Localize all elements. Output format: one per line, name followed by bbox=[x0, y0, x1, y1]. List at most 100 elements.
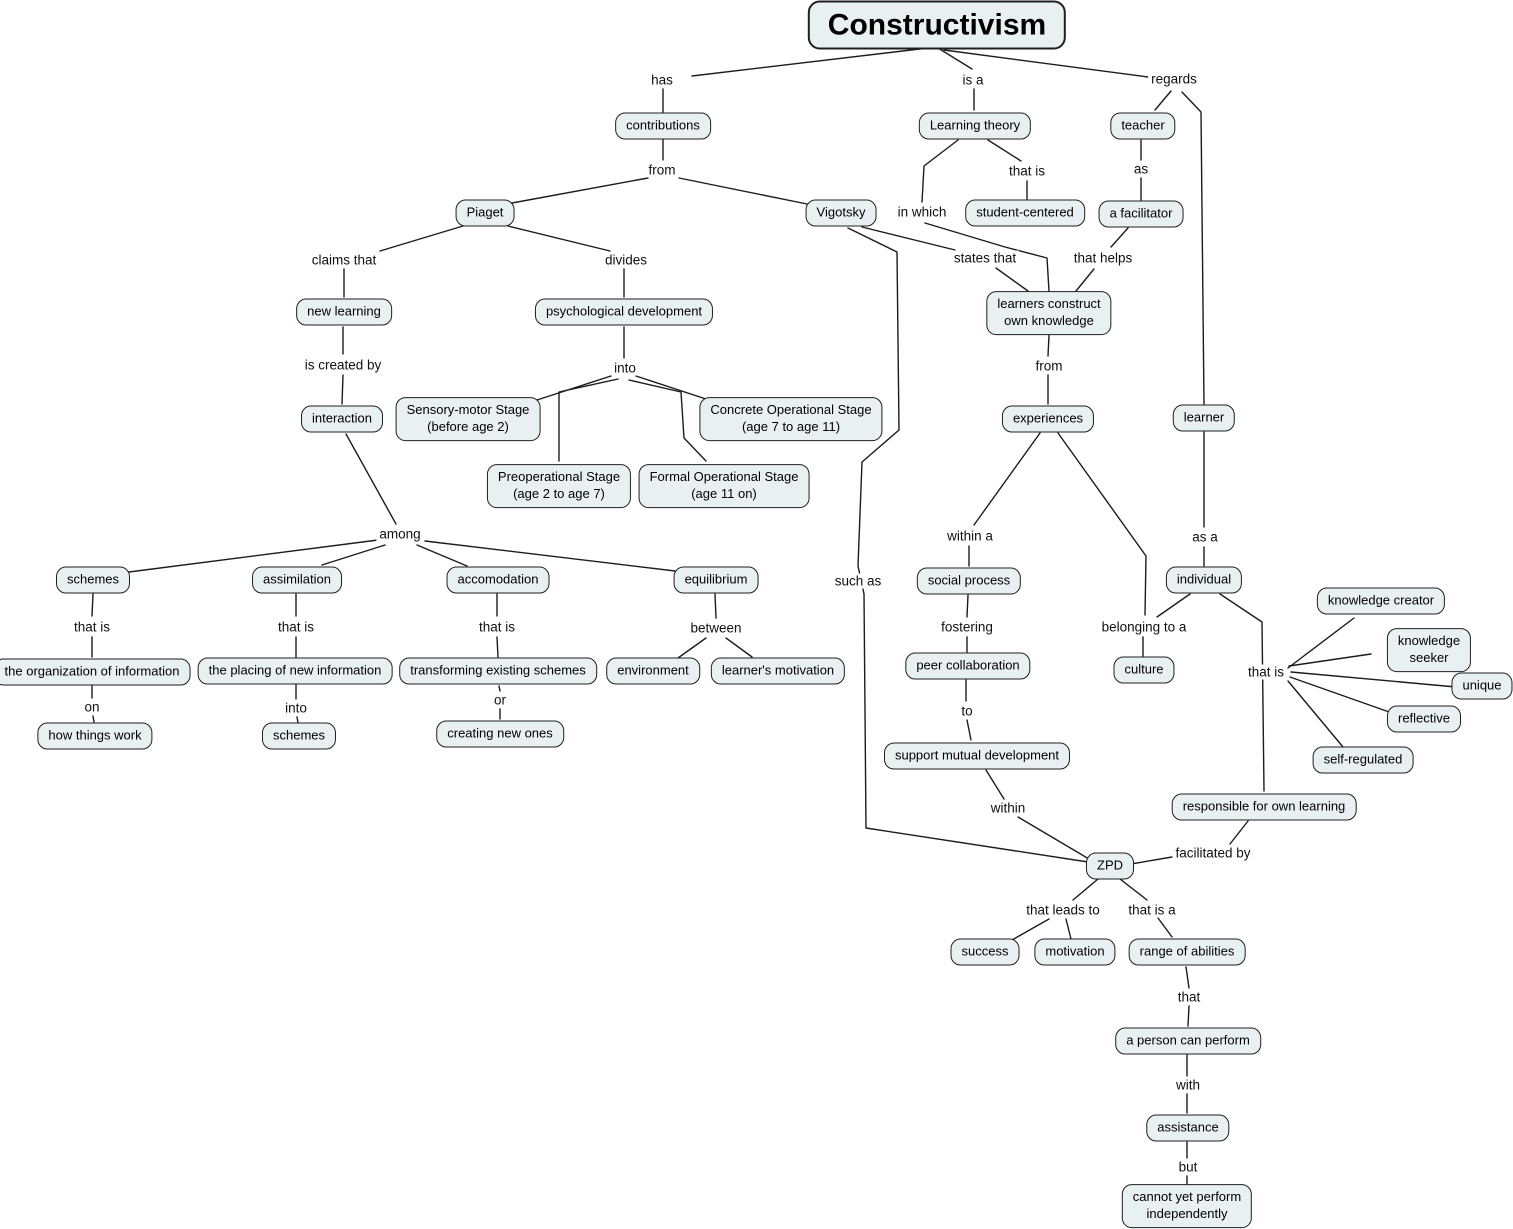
concept-node-peer-collaboration[interactable]: peer collaboration bbox=[905, 652, 1031, 680]
concept-node-knowledge-creator[interactable]: knowledge creator bbox=[1316, 587, 1446, 615]
concept-node-formal-operational-stage[interactable]: Formal Operational Stage (age 11 on) bbox=[638, 464, 810, 508]
concept-node-success[interactable]: success bbox=[950, 938, 1020, 966]
link-label-from-contributions[interactable]: from bbox=[645, 162, 679, 178]
link-label-fostering[interactable]: fostering bbox=[938, 619, 996, 635]
edge-among-assimilation bbox=[321, 544, 386, 566]
link-label-but[interactable]: but bbox=[1175, 1159, 1201, 1175]
concept-node-schemes-2[interactable]: schemes bbox=[261, 722, 337, 750]
link-label-into-stages[interactable]: into bbox=[611, 360, 639, 376]
edge-into-preoperational bbox=[558, 378, 619, 462]
link-label-as-a[interactable]: as a bbox=[1189, 529, 1221, 545]
concept-node-culture[interactable]: culture bbox=[1113, 656, 1175, 684]
link-label-within-a[interactable]: within a bbox=[944, 528, 996, 544]
concept-node-student-centered[interactable]: student-centered bbox=[965, 199, 1085, 227]
link-label-that-is-schemes[interactable]: that is bbox=[70, 619, 114, 635]
concept-node-a-facilitator[interactable]: a facilitator bbox=[1098, 200, 1184, 228]
edge-to-support-mutual-development bbox=[966, 719, 972, 741]
concept-node-vigotsky[interactable]: Vigotsky bbox=[805, 199, 877, 227]
link-label-that-is-a[interactable]: that is a bbox=[1125, 902, 1179, 918]
link-label-to[interactable]: to bbox=[958, 703, 976, 719]
link-label-states-that[interactable]: states that bbox=[950, 250, 1020, 266]
concept-node-self-regulated[interactable]: self-regulated bbox=[1312, 746, 1414, 774]
concept-node-equilibrium[interactable]: equilibrium bbox=[673, 566, 759, 594]
edge-between-environment bbox=[677, 637, 707, 659]
link-label-is-created-by[interactable]: is created by bbox=[301, 357, 385, 373]
concept-node-responsible-for-own-learning[interactable]: responsible for own learning bbox=[1171, 793, 1357, 821]
concept-node-cannot-yet-perform-independently[interactable]: cannot yet perform independently bbox=[1121, 1184, 1253, 1228]
link-label-that-is-assimilation[interactable]: that is bbox=[274, 619, 318, 635]
concept-node-reflective[interactable]: reflective bbox=[1386, 705, 1462, 733]
concept-node-assistance[interactable]: assistance bbox=[1146, 1114, 1230, 1142]
edge-constructivism-is-a bbox=[937, 47, 973, 70]
concept-node-preoperational-stage[interactable]: Preoperational Stage (age 2 to age 7) bbox=[486, 464, 632, 508]
concept-node-environment[interactable]: environment bbox=[606, 657, 700, 685]
concept-node-individual[interactable]: individual bbox=[1165, 566, 1243, 594]
concept-node-interaction[interactable]: interaction bbox=[301, 405, 383, 433]
concept-node-learner[interactable]: learner bbox=[1172, 404, 1236, 432]
edge-individual-belonging-to-a bbox=[1156, 593, 1191, 618]
link-label-into-schemes[interactable]: into bbox=[282, 700, 310, 716]
link-label-that[interactable]: that bbox=[1174, 989, 1204, 1005]
link-label-within[interactable]: within bbox=[987, 800, 1029, 816]
link-label-that-helps[interactable]: that helps bbox=[1070, 250, 1136, 266]
link-label-that-is-accomodation[interactable]: that is bbox=[475, 619, 519, 635]
link-label-among[interactable]: among bbox=[376, 526, 424, 542]
edge-that-is-a-range bbox=[1157, 917, 1173, 938]
edge-that-helps-learners-construct bbox=[1075, 268, 1095, 292]
edge-into-formal-operational bbox=[628, 379, 707, 462]
link-label-as[interactable]: as bbox=[1130, 161, 1152, 177]
concept-node-contributions[interactable]: contributions bbox=[615, 112, 711, 140]
concept-node-unique[interactable]: unique bbox=[1451, 672, 1513, 700]
link-label-that-leads-to[interactable]: that leads to bbox=[1023, 902, 1103, 918]
concept-node-social-process[interactable]: social process bbox=[916, 567, 1022, 595]
link-label-has[interactable]: has bbox=[648, 72, 676, 88]
link-label-on[interactable]: on bbox=[81, 699, 103, 715]
concept-node-knowledge-seeker[interactable]: knowledge seeker bbox=[1386, 628, 1472, 672]
concept-node-new-learning[interactable]: new learning bbox=[296, 298, 392, 326]
edge-transforming-or bbox=[498, 685, 501, 692]
concept-node-concrete-operational-stage[interactable]: Concrete Operational Stage (age 7 to age… bbox=[699, 397, 883, 441]
concept-node-transforming-existing-schemes[interactable]: transforming existing schemes bbox=[399, 657, 597, 685]
concept-node-the-organization-of-information[interactable]: the organization of information bbox=[0, 658, 191, 686]
concept-node-creating-new-ones[interactable]: creating new ones bbox=[436, 720, 564, 748]
concept-node-learners-motivation[interactable]: learner's motivation bbox=[710, 657, 846, 685]
link-label-is-a[interactable]: is a bbox=[959, 72, 987, 88]
concept-node-schemes[interactable]: schemes bbox=[55, 566, 131, 594]
concept-node-learners-construct-own-knowledge[interactable]: learners construct own knowledge bbox=[986, 291, 1112, 335]
concept-node-teacher[interactable]: teacher bbox=[1110, 112, 1176, 140]
concept-node-constructivism[interactable]: Constructivism bbox=[807, 0, 1067, 50]
concept-node-accomodation[interactable]: accomodation bbox=[446, 566, 550, 594]
link-label-that-is-individual[interactable]: that is bbox=[1244, 664, 1288, 680]
link-label-claims-that[interactable]: claims that bbox=[308, 252, 380, 268]
link-label-in-which[interactable]: in which bbox=[894, 204, 950, 220]
link-label-belonging-to-a[interactable]: belonging to a bbox=[1098, 619, 1190, 635]
concept-node-how-things-work[interactable]: how things work bbox=[37, 722, 153, 750]
edge-learning-theory-in-which bbox=[921, 139, 959, 203]
concept-node-zpd[interactable]: ZPD bbox=[1086, 852, 1134, 880]
concept-node-piaget[interactable]: Piaget bbox=[455, 199, 515, 227]
edge-vigotsky-states-that bbox=[861, 226, 956, 251]
concept-node-support-mutual-development[interactable]: support mutual development bbox=[883, 742, 1071, 770]
link-label-from-experiences[interactable]: from bbox=[1032, 358, 1066, 374]
concept-node-the-placing-of-new-information[interactable]: the placing of new information bbox=[197, 657, 393, 685]
concept-node-assimilation[interactable]: assimilation bbox=[252, 566, 342, 594]
concept-node-learning-theory[interactable]: Learning theory bbox=[918, 112, 1032, 140]
concept-node-motivation[interactable]: motivation bbox=[1034, 938, 1116, 966]
link-label-between[interactable]: between bbox=[687, 620, 745, 636]
link-label-divides[interactable]: divides bbox=[601, 252, 651, 268]
link-label-regards[interactable]: regards bbox=[1148, 71, 1200, 87]
link-label-such-as[interactable]: such as bbox=[831, 573, 885, 589]
edge-from-vigotsky bbox=[678, 177, 813, 206]
concept-node-psychological-development[interactable]: psychological development bbox=[534, 298, 714, 326]
concept-node-experiences[interactable]: experiences bbox=[1001, 405, 1095, 433]
link-label-with[interactable]: with bbox=[1172, 1077, 1204, 1093]
concept-node-sensory-motor-stage[interactable]: Sensory-motor Stage (before age 2) bbox=[395, 397, 541, 441]
link-label-facilitated-by[interactable]: facilitated by bbox=[1172, 845, 1254, 861]
edge-learners-construct-from bbox=[1047, 334, 1050, 357]
concept-node-a-person-can-perform[interactable]: a person can perform bbox=[1115, 1027, 1261, 1055]
edge-zpd-that-leads-to bbox=[1072, 878, 1099, 901]
concept-node-range-of-abilities[interactable]: range of abilities bbox=[1128, 938, 1246, 966]
link-label-that-is-learning-theory[interactable]: that is bbox=[1005, 163, 1049, 179]
link-label-or[interactable]: or bbox=[490, 692, 510, 708]
